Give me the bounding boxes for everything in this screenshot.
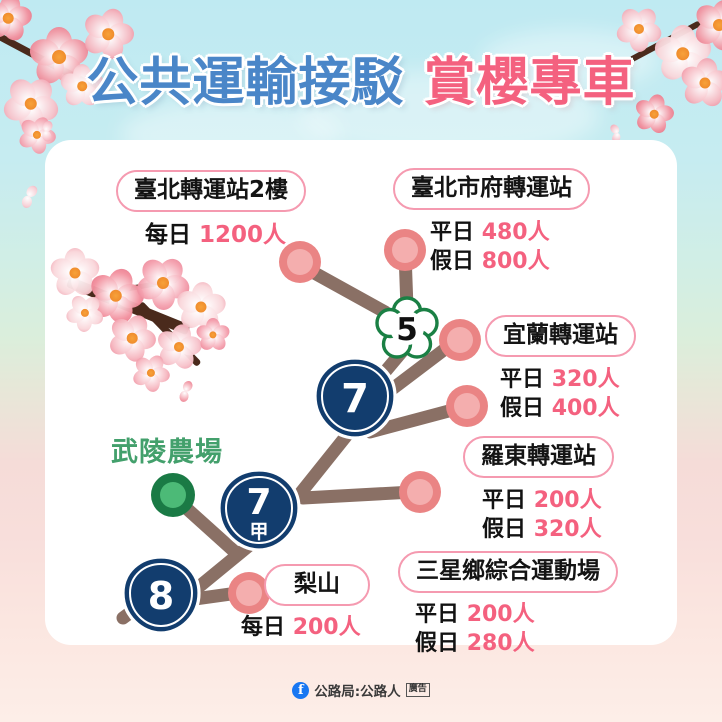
- station-figures-taipei-city-hall-station: 平日 480人 假日 800人: [430, 218, 550, 277]
- route-segment-luodong: [363, 401, 467, 439]
- station-figures-taipei-bus-station: 每日 1200人: [145, 220, 286, 251]
- svg-text:7: 7: [341, 376, 369, 422]
- blossom-flower: [0, 0, 34, 44]
- facebook-icon[interactable]: f: [292, 681, 310, 699]
- footer-page-name[interactable]: 公路局:公路人: [314, 684, 401, 700]
- svg-text:甲: 甲: [249, 521, 268, 543]
- station-figures-lishan: 每日 200人: [241, 613, 361, 643]
- figure-label: 平日: [430, 220, 475, 245]
- figure-value: 200人: [292, 615, 361, 640]
- figure-value: 1200人: [199, 222, 287, 248]
- figure-label: 假日: [415, 631, 460, 657]
- figure-value: 200人: [466, 602, 535, 627]
- footer: f 公路局:公路人 廣告: [0, 680, 722, 700]
- station-chip-lishan[interactable]: 梨山: [264, 564, 370, 607]
- page-title-secondary: 賞櫻專車: [423, 53, 636, 113]
- svg-text:8: 8: [148, 574, 174, 618]
- branch-sub: [137, 301, 202, 368]
- route-network-diagram: 7 7 甲 8 5: [116, 229, 488, 635]
- ad-badge: 廣告: [405, 683, 430, 697]
- figure-label: 平日: [415, 602, 460, 627]
- route-shield-7: 7: [313, 356, 397, 440]
- figure-value: 320人: [533, 517, 602, 543]
- route-blossom-shield-5: 5: [375, 296, 439, 359]
- svg-text:5: 5: [396, 312, 418, 348]
- destination-label-wuling: 武陵農場: [111, 437, 223, 468]
- figure-label: 假日: [500, 396, 545, 422]
- figure-label: 每日: [241, 615, 286, 640]
- figure-value: 400人: [551, 396, 620, 422]
- station-figures-luodong-station: 平日 200人 假日 320人: [482, 486, 602, 545]
- station-chip-yilan-station[interactable]: 宜蘭轉運站: [485, 315, 636, 358]
- station-figures-yilan-station: 平日 320人 假日 400人: [500, 365, 620, 424]
- figure-label: 假日: [482, 517, 527, 543]
- route-segment-sanxing: [296, 485, 420, 505]
- station-node-group: [151, 229, 488, 614]
- figure-value: 480人: [481, 220, 550, 245]
- falling-petal: [608, 122, 626, 144]
- figure-value: 800人: [481, 249, 550, 275]
- content-card: 7 7 甲 8 5: [45, 140, 677, 656]
- blossom-branch-overlay: [10, 230, 240, 430]
- blossom-flower: [64, 292, 106, 333]
- figure-label: 平日: [500, 367, 545, 392]
- station-chip-luodong-station[interactable]: 羅東轉運站: [463, 436, 614, 479]
- blossom-flower: [194, 318, 232, 353]
- falling-petal: [36, 119, 55, 143]
- figure-value: 320人: [551, 367, 620, 392]
- figure-label: 每日: [145, 222, 191, 248]
- page-title: 公共運輸接駁 賞櫻專車: [0, 40, 722, 115]
- route-shield-7jia: 7 甲: [217, 468, 301, 552]
- blossom-flower: [106, 312, 157, 364]
- figure-value: 200人: [533, 488, 602, 513]
- page-title-primary: 公共運輸接駁: [86, 53, 405, 113]
- blossom-flower: [130, 352, 172, 393]
- branch-sub: [117, 277, 178, 293]
- route-shield-8: 8: [121, 555, 201, 635]
- station-figures-sanxing-sports-park: 平日 200人 假日 280人: [415, 600, 535, 659]
- falling-petal: [176, 379, 195, 403]
- falling-petal: [18, 183, 40, 209]
- station-chip-taipei-city-hall-station[interactable]: 臺北市府轉運站: [393, 168, 590, 211]
- station-chip-taipei-bus-station[interactable]: 臺北轉運站2樓: [116, 170, 307, 213]
- station-chip-sanxing-sports-park[interactable]: 三星鄉綜合運動場: [398, 551, 618, 594]
- figure-label: 平日: [482, 488, 527, 513]
- figure-value: 280人: [466, 631, 535, 657]
- svg-text:7: 7: [246, 482, 271, 523]
- figure-label: 假日: [430, 249, 475, 275]
